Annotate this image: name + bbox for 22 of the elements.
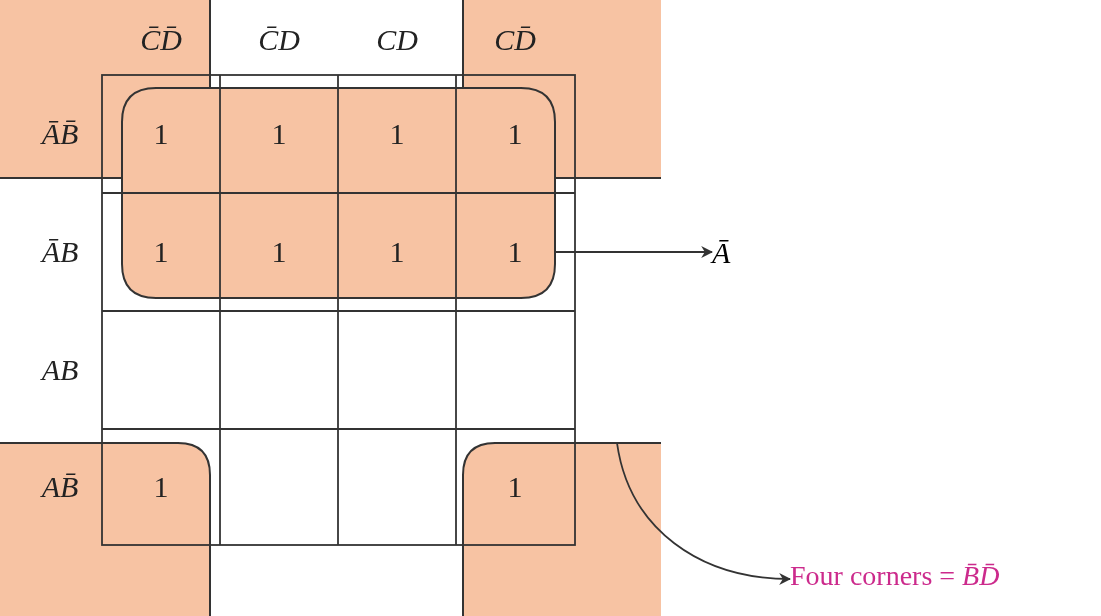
cell-value: 1 <box>507 237 523 267</box>
cell-value: 1 <box>507 119 523 149</box>
cell-value: 1 <box>389 119 405 149</box>
variable-header: CD <box>376 25 418 55</box>
variable-header: ĀB̄ <box>41 119 79 149</box>
cell-value: 1 <box>507 472 523 502</box>
cell-value: 1 <box>153 237 169 267</box>
variable-header: C̄D <box>258 25 300 55</box>
cell-value: 1 <box>389 237 405 267</box>
arrow <box>554 246 714 258</box>
variable-header: ĀB <box>41 237 79 267</box>
term-label: Ā <box>712 238 731 268</box>
cell-value: 1 <box>271 237 287 267</box>
cell-value: 1 <box>153 119 169 149</box>
variable-header: CD̄ <box>494 25 536 55</box>
arrow <box>616 442 792 585</box>
annotation-text: Four corners = B̄D̄ <box>790 562 1000 590</box>
cell-value: 1 <box>153 472 169 502</box>
variable-header: AB̄ <box>41 472 79 502</box>
cell-value: 1 <box>271 119 287 149</box>
variable-header: C̄D̄ <box>140 25 182 55</box>
variable-header: AB <box>41 355 79 385</box>
